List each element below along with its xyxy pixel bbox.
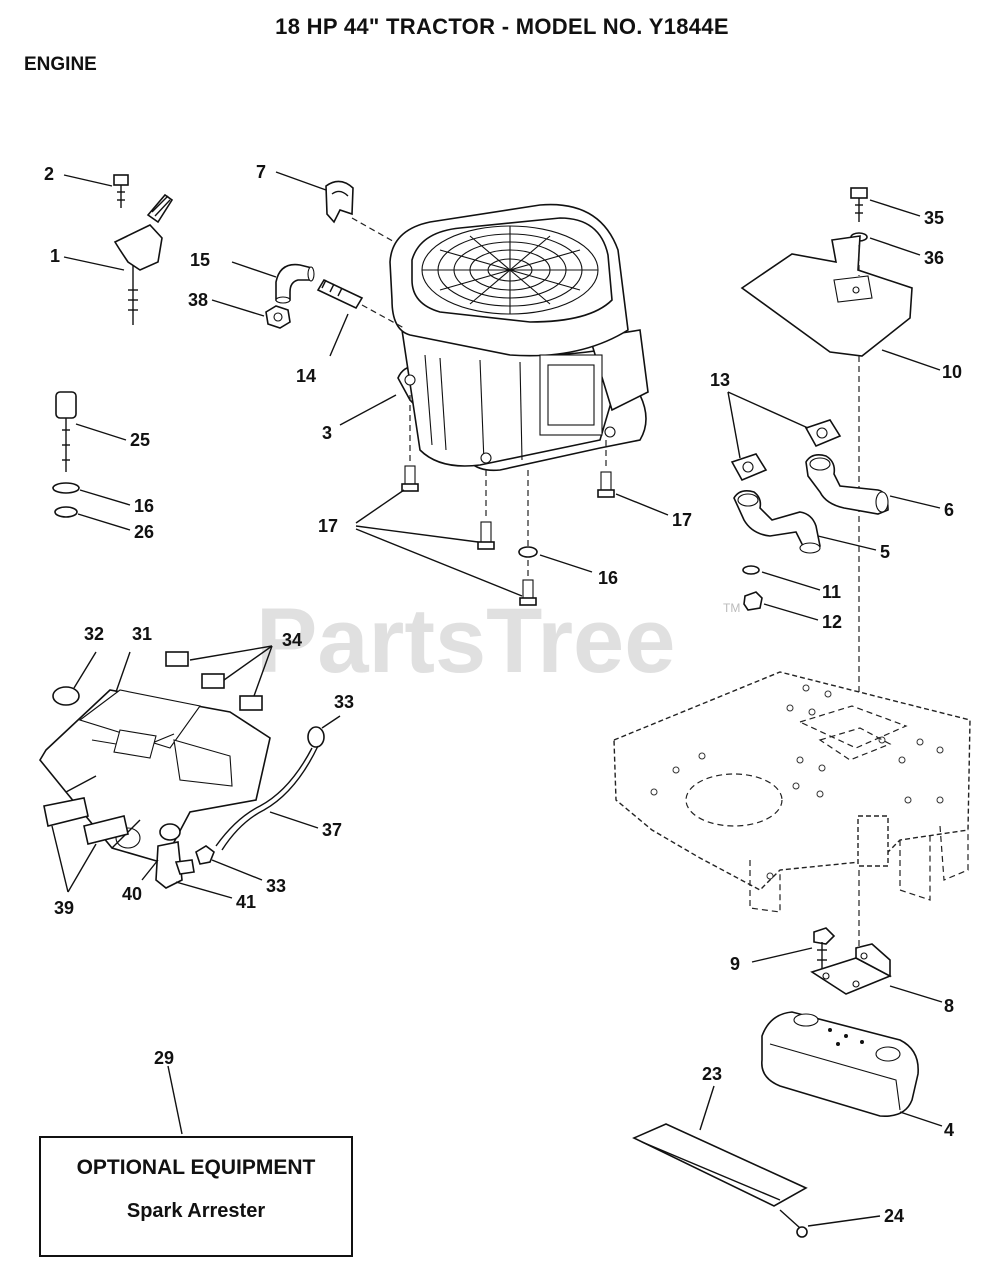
part-washer-11 bbox=[742, 565, 760, 575]
callout-9: 9 bbox=[730, 954, 740, 974]
part-bolt-17-c bbox=[519, 579, 537, 606]
part-tube-14 bbox=[316, 278, 364, 310]
part-dipstick-25 bbox=[55, 391, 77, 472]
part-screw-24 bbox=[779, 1209, 808, 1238]
callout-15: 15 bbox=[190, 250, 210, 270]
callout-12: 12 bbox=[822, 612, 842, 632]
callout-11: 11 bbox=[822, 582, 841, 602]
part-screw-2 bbox=[113, 174, 129, 208]
part-clamp-33-a bbox=[307, 726, 325, 748]
part-heat-shield-10 bbox=[740, 235, 913, 357]
optional-equipment-title: OPTIONAL EQUIPMENT bbox=[76, 1156, 316, 1179]
part-grommet-40 bbox=[159, 823, 181, 841]
callout-17a: 17 bbox=[318, 516, 338, 536]
callout-14: 14 bbox=[296, 366, 316, 386]
part-pad-34-a bbox=[165, 651, 189, 667]
part-fuel-line-37 bbox=[215, 747, 313, 847]
callout-40: 40 bbox=[122, 884, 142, 904]
part-bolt-9 bbox=[813, 927, 836, 970]
callout-5: 5 bbox=[880, 542, 890, 562]
callout-6: 6 bbox=[944, 500, 954, 520]
part-engine-3 bbox=[389, 203, 649, 472]
callout-7: 7 bbox=[256, 162, 266, 182]
part-nut-38 bbox=[265, 305, 291, 329]
callout-33a: 33 bbox=[334, 692, 354, 712]
callout-3: 3 bbox=[322, 423, 332, 443]
callout-29: 29 bbox=[154, 1048, 174, 1068]
callout-10: 10 bbox=[942, 362, 962, 382]
callout-38: 38 bbox=[188, 290, 208, 310]
part-bolt-17-d bbox=[597, 471, 615, 498]
callout-41: 41 bbox=[236, 892, 256, 912]
callout-39: 39 bbox=[54, 898, 74, 918]
callout-25: 25 bbox=[130, 430, 150, 450]
callout-4: 4 bbox=[944, 1120, 954, 1140]
callout-35: 35 bbox=[924, 208, 944, 228]
callout-23: 23 bbox=[702, 1064, 722, 1084]
callout-24: 24 bbox=[884, 1206, 904, 1226]
watermark-text: PartsTree bbox=[256, 590, 675, 692]
part-gasket-13-b bbox=[730, 453, 768, 482]
callout-16b: 16 bbox=[598, 568, 618, 588]
part-fitting-41 bbox=[155, 841, 195, 889]
part-clip-7 bbox=[325, 180, 354, 224]
callout-13: 13 bbox=[710, 370, 730, 390]
part-throttle-bracket bbox=[113, 193, 174, 325]
part-washer-16 bbox=[52, 482, 80, 494]
part-nut-26 bbox=[54, 506, 78, 518]
section-title: ENGINE bbox=[24, 54, 97, 75]
part-exhaust-pipe-5 bbox=[733, 490, 821, 554]
callout-2: 2 bbox=[44, 164, 54, 184]
callout-34: 34 bbox=[282, 630, 302, 650]
part-plug-32 bbox=[52, 686, 80, 706]
part-clamp-33-b bbox=[195, 845, 215, 865]
callout-36: 36 bbox=[924, 248, 944, 268]
part-pad-34-b bbox=[201, 673, 225, 689]
callout-8: 8 bbox=[944, 996, 954, 1016]
part-guard-23 bbox=[632, 1123, 808, 1207]
tractor-frame bbox=[613, 671, 971, 913]
callout-37: 37 bbox=[322, 820, 342, 840]
callout-26: 26 bbox=[134, 522, 154, 542]
part-base-31 bbox=[39, 689, 271, 863]
part-exhaust-pipe-6 bbox=[805, 454, 889, 515]
optional-equipment-item: Spark Arrester bbox=[126, 1200, 266, 1222]
part-gasket-13-a bbox=[804, 419, 842, 448]
watermark-trademark: TM bbox=[723, 601, 740, 615]
part-nut-12 bbox=[743, 591, 763, 611]
optional-equipment-box: OPTIONAL EQUIPMENT Spark Arrester bbox=[39, 1136, 353, 1257]
part-pad-34-c bbox=[239, 695, 263, 711]
callout-31: 31 bbox=[132, 624, 152, 644]
part-bolt-17-b bbox=[477, 521, 495, 550]
callout-16a: 16 bbox=[134, 496, 154, 516]
page-title: 18 HP 44" TRACTOR - MODEL NO. Y1844E bbox=[275, 14, 729, 39]
part-pad-39-a bbox=[43, 797, 89, 827]
callout-17b: 17 bbox=[672, 510, 692, 530]
part-muffler-4 bbox=[761, 1011, 919, 1117]
part-washer-16b bbox=[518, 546, 538, 558]
part-bolt-35 bbox=[850, 187, 868, 222]
callout-1: 1 bbox=[50, 246, 60, 266]
part-pad-39-b bbox=[83, 815, 129, 845]
callout-33b: 33 bbox=[266, 876, 286, 896]
part-elbow-15 bbox=[275, 263, 315, 304]
part-bolt-17-a bbox=[401, 465, 419, 492]
part-bracket-8 bbox=[810, 943, 892, 995]
callout-32: 32 bbox=[84, 624, 104, 644]
